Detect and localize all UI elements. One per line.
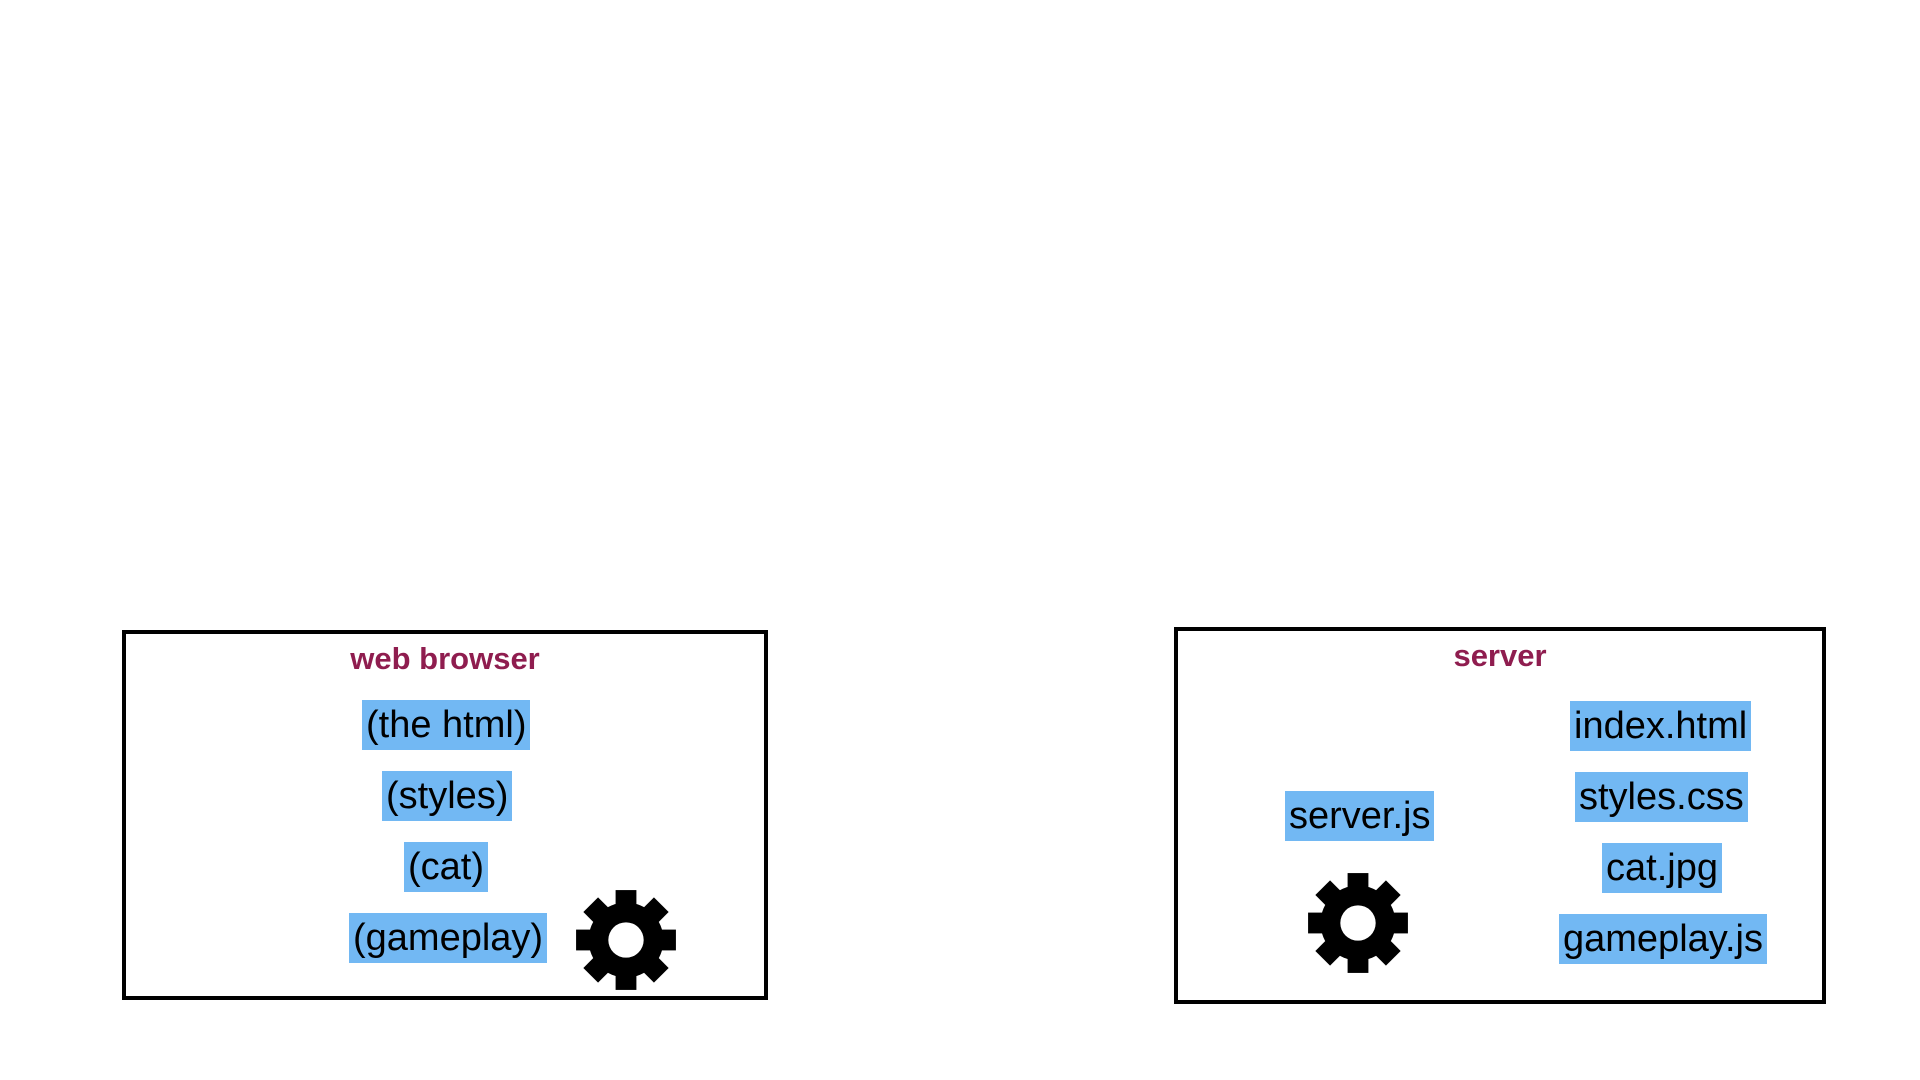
browser-item-cat: (cat) (404, 842, 488, 892)
browser-item-styles: (styles) (382, 771, 513, 821)
server-file-gameplay: gameplay.js (1559, 914, 1767, 964)
server-file-cat: cat.jpg (1602, 843, 1722, 893)
web-browser-title: web browser (350, 641, 540, 676)
server-file-index: index.html (1570, 701, 1752, 751)
server-title: server (1453, 638, 1547, 673)
gear-icon-svg (1308, 873, 1408, 973)
server-file-styles: styles.css (1575, 772, 1748, 822)
browser-item-gameplay: (gameplay) (349, 913, 548, 963)
gear-icon (574, 888, 678, 992)
gear-icon-svg (576, 890, 676, 990)
gear-icon (1306, 871, 1410, 975)
browser-item-html: (the html) (362, 700, 531, 750)
server-box: server server.js index.html styles.css c… (1174, 627, 1826, 1004)
server-script: server.js (1285, 791, 1435, 841)
web-browser-box: web browser (the html) (styles) (cat) (g… (122, 630, 768, 1000)
